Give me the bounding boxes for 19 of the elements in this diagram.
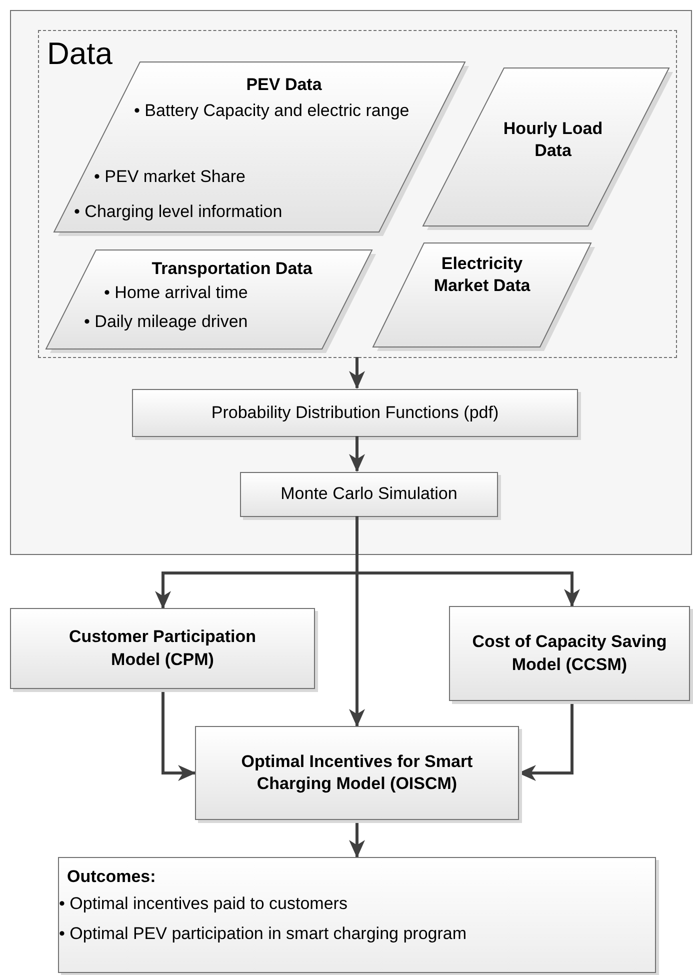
node-label: Customer Participation Model (CPM): [68, 626, 258, 670]
process-box: [132, 389, 578, 437]
arrow: [162, 689, 196, 781]
process-box: [449, 606, 690, 701]
arrow: [349, 357, 365, 389]
bullet-item: • Optimal incentives paid to customers: [59, 893, 348, 915]
outcome-box: [58, 857, 656, 973]
node-label: Cost of Capacity Saving Model (CCSM): [472, 631, 667, 676]
arrow: [349, 436, 365, 472]
node-label: Probability Distribution Functions (pdf): [211, 402, 499, 424]
process-box: [195, 726, 519, 820]
bullet-item: • Optimal PEV participation in smart charging program: [59, 923, 468, 945]
group-title: Data: [47, 37, 114, 72]
node-label: Monte Carlo Simulation: [280, 483, 458, 506]
arrow: [349, 820, 365, 858]
process-box: [10, 608, 315, 689]
process-box: [240, 472, 498, 517]
node-label: Optimal Incentives for Smart Charging Model (OISCM): [240, 750, 474, 795]
node-title: Outcomes:: [67, 866, 157, 888]
